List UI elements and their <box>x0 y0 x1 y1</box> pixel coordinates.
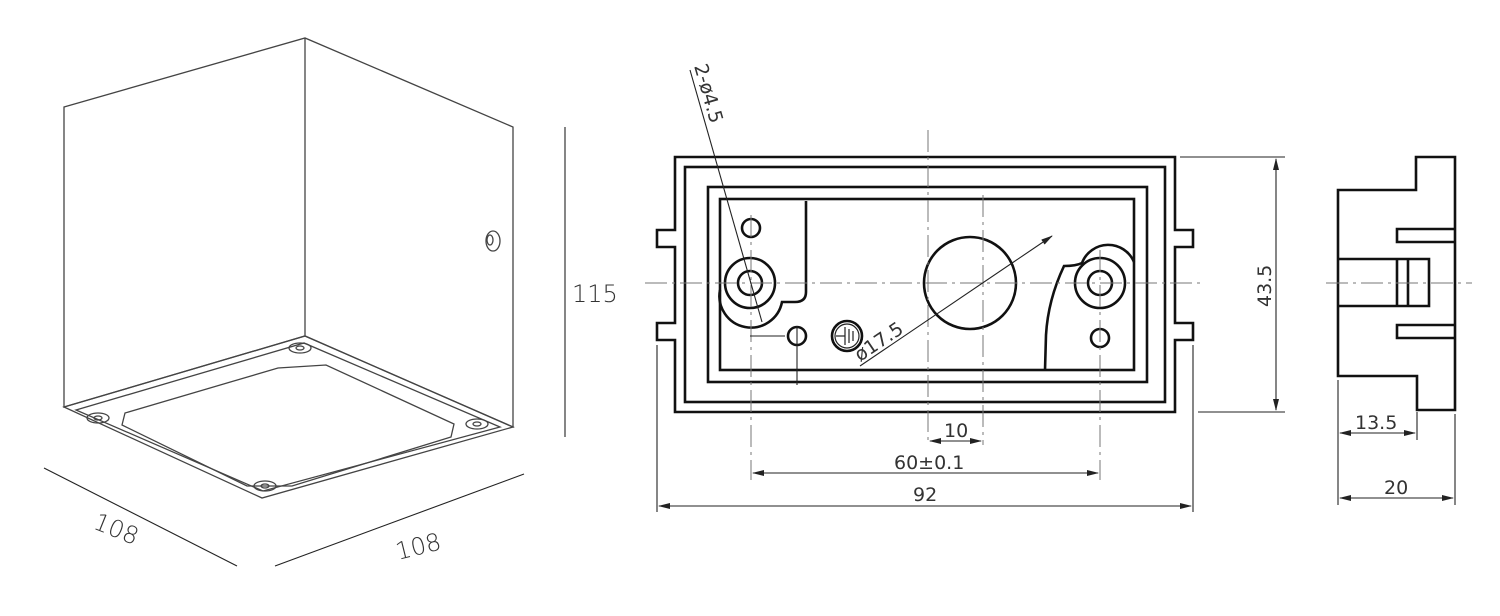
base-plate-inner <box>74 342 502 492</box>
base-plate <box>62 335 515 499</box>
screw-icons <box>86 342 489 492</box>
dim-height-label: 43.5 <box>1254 265 1276 307</box>
side-view: 13.5 20 <box>1326 155 1472 505</box>
front-view: 2-ø4.5 ø17.5 10 60±0.1 92 43.5 <box>645 61 1285 512</box>
side-screw-icon <box>485 230 501 252</box>
lens-outline <box>121 364 455 487</box>
hole-leader <box>689 69 763 323</box>
outer-frame <box>655 155 1195 414</box>
dim-depth-label: 20 <box>1384 477 1408 499</box>
cube-outline <box>63 37 514 428</box>
isometric-view: 108 108 115 <box>43 37 618 567</box>
ground-symbol-icon <box>830 319 864 353</box>
side-outline <box>1336 155 1457 412</box>
width-label: 108 <box>393 528 444 566</box>
dim-spacing-label: 60±0.1 <box>894 452 964 474</box>
dim-offset-label: 10 <box>944 420 968 442</box>
left-pocket <box>718 201 808 329</box>
depth-dim-line <box>43 467 238 567</box>
width-dim-line <box>274 473 525 567</box>
diameter-callout: ø17.5 <box>850 318 907 366</box>
diameter-leader <box>859 235 1053 367</box>
dim-inner-label: 13.5 <box>1355 412 1397 434</box>
right-pocket <box>1043 243 1136 371</box>
inner-cavity <box>718 197 1136 372</box>
frame-2 <box>683 165 1167 404</box>
hole-callout: 2-ø4.5 <box>689 61 727 126</box>
height-label: 115 <box>572 280 618 308</box>
dim-width-label: 92 <box>913 484 937 506</box>
side-slots <box>1395 227 1455 340</box>
